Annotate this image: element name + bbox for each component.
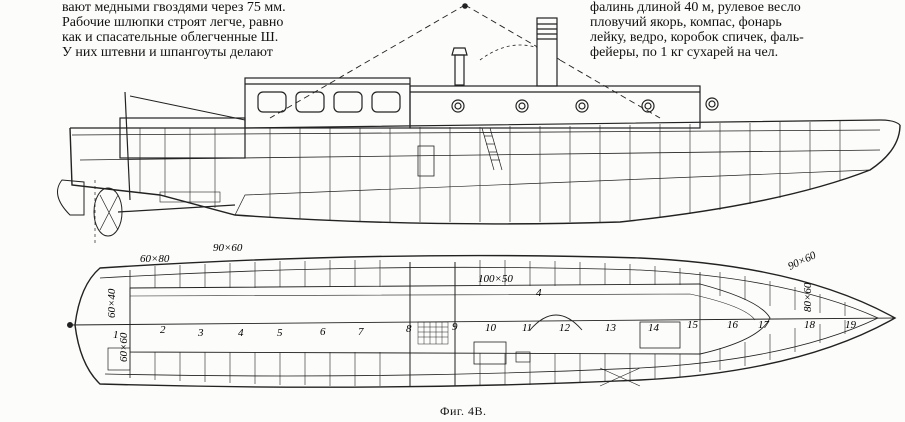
frame-number: 2 bbox=[160, 324, 166, 336]
cabin-window bbox=[257, 91, 287, 113]
frame-number: 8 bbox=[406, 323, 412, 335]
frame-number: 1 bbox=[113, 329, 119, 341]
elevation-frames bbox=[139, 121, 841, 222]
deck-plan-drawing bbox=[66, 254, 897, 388]
dimension-label: 90×60 bbox=[213, 242, 243, 254]
sheer-line bbox=[70, 119, 901, 129]
centreline bbox=[67, 317, 896, 326]
hatch bbox=[417, 145, 435, 177]
dimension-label: 90×60 bbox=[786, 249, 818, 273]
tiller-arc bbox=[529, 314, 583, 331]
hull-outline bbox=[69, 124, 901, 225]
frame-number: 3 bbox=[197, 327, 204, 339]
cabin-window bbox=[295, 91, 325, 113]
frame-number: 5 bbox=[277, 327, 283, 339]
cabin-window bbox=[371, 91, 401, 113]
dimension-label: 80×60 bbox=[802, 282, 814, 312]
dimension-label: 60×80 bbox=[140, 253, 170, 265]
figure-caption: Фиг. 4В. bbox=[440, 404, 487, 418]
plan-cabin-outline bbox=[129, 283, 771, 355]
right-text-column: фалинь длиной 40 м, рулевое весло пловуч… bbox=[590, 0, 905, 60]
frame-number: 19 bbox=[845, 319, 857, 331]
frame-number: 7 bbox=[358, 326, 364, 338]
plan-frames-top bbox=[154, 260, 846, 316]
mast-swing-arc bbox=[479, 44, 561, 61]
companion-ladder bbox=[481, 127, 503, 171]
frame-number: 14 bbox=[648, 322, 660, 334]
frame-number: 4 bbox=[238, 327, 244, 339]
porthole-icon bbox=[575, 99, 589, 113]
frame-number: 17 bbox=[758, 319, 770, 331]
left-text-column: вают медными гвоздями через 75 мм. Рабоч… bbox=[62, 0, 387, 60]
porthole-icon bbox=[451, 99, 465, 113]
plan-frames-bottom bbox=[154, 320, 846, 386]
ventilator bbox=[454, 54, 465, 86]
frame-number: 18 bbox=[804, 319, 816, 331]
funnel bbox=[536, 17, 558, 87]
porthole-icon bbox=[515, 99, 529, 113]
aft-cockpit bbox=[119, 117, 246, 159]
dimension-label: 60×60 bbox=[118, 332, 130, 362]
side-elevation-drawing bbox=[57, 3, 901, 245]
text-line: У них штевни и шпангоуты делают bbox=[62, 45, 273, 60]
frame-number: 10 bbox=[485, 322, 497, 334]
frame-number: 11 bbox=[522, 322, 532, 334]
dimension-label: 100×50 bbox=[478, 273, 513, 285]
engine-grating bbox=[417, 321, 449, 345]
text-line: как и спасательные облегченные Ш. bbox=[62, 30, 279, 45]
frame-number: 12 bbox=[559, 322, 571, 334]
text-line: пловучий якорь, компас, фонарь bbox=[590, 15, 782, 30]
deck-house bbox=[409, 85, 701, 129]
masthead-light-icon bbox=[462, 3, 468, 9]
aft-cabin bbox=[244, 77, 411, 129]
text-line: вают медными гвоздями через 75 мм. bbox=[62, 0, 286, 15]
frame-number: 6 bbox=[320, 326, 326, 338]
rudder bbox=[57, 179, 85, 216]
text-line: фейеры, по 1 кг сухарей на чел. bbox=[590, 45, 779, 60]
backstay-line bbox=[464, 4, 661, 119]
text-line: лейку, ведро, коробок спичек, фаль- bbox=[590, 30, 804, 45]
porthole-icon bbox=[705, 97, 719, 111]
frame-number: 9 bbox=[452, 321, 458, 333]
text-line: Рабочие шлюпки строят легче, равно bbox=[62, 15, 284, 30]
cabin-window bbox=[333, 91, 363, 113]
text-line: фалинь длиной 40 м, рулевое весло bbox=[590, 0, 801, 15]
frame-number: 16 bbox=[727, 319, 739, 331]
porthole-icon bbox=[641, 99, 655, 113]
marker-label: 4 bbox=[536, 287, 542, 299]
dimension-label: 60×40 bbox=[106, 288, 118, 318]
frame-number: 13 bbox=[605, 322, 617, 334]
propeller-shaft bbox=[117, 204, 236, 213]
forestay-line bbox=[269, 4, 466, 119]
frame-number: 15 bbox=[687, 319, 699, 331]
hatch bbox=[473, 341, 507, 365]
